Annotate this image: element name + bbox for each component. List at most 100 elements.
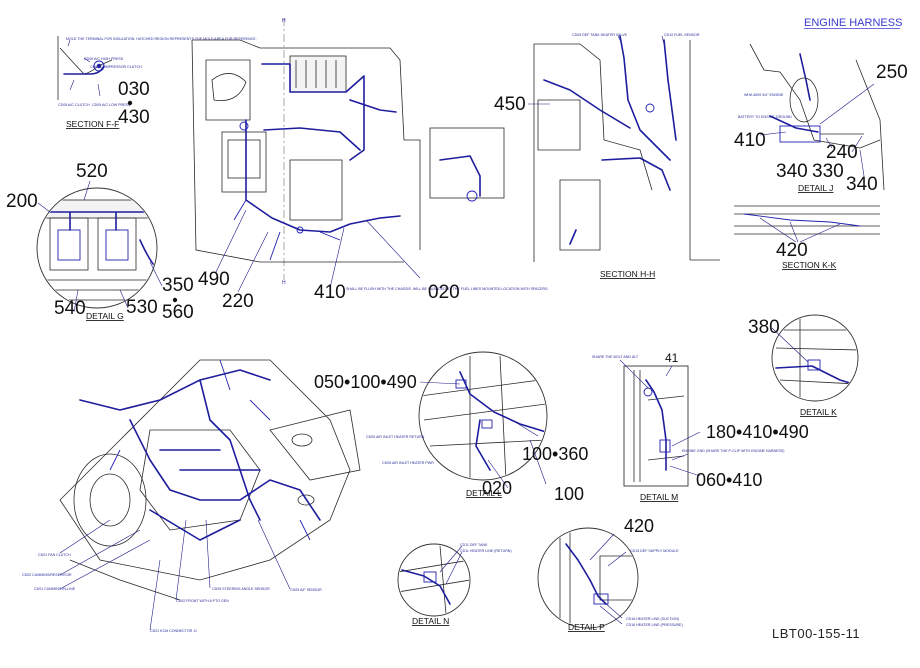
section-ff-view: MOLD THE TERMINAL FOR INSULATION. HATCHE… [57,36,257,129]
caption-detail-k: DETAIL K [800,407,837,417]
detail-m-note-bolt: SHARE THE BOLT AND ALT [592,355,639,359]
detail-g-relay-left-body [57,229,81,261]
caption-detail-g: DETAIL G [86,311,124,321]
section-ff-note-ac-clutch: CD05 A/C CLUTCH [58,103,90,107]
callout-m-180-410-490: 180•410•490 [706,422,809,442]
callout-kk-420: 420 [776,240,808,261]
section-ff-note-high-press: CD09 A/C HIGH PRESS [84,57,124,61]
main-clip-3 [466,190,478,202]
section-hh-note-def: CD05 DEF TANK HEATER VALVE [572,33,628,37]
iso-brackets [69,409,361,601]
section-hh-clip [645,103,655,113]
callout-hh-450: 450 [494,94,526,115]
callout-m-41: 41 [665,351,679,365]
drawing-title: ENGINE HARNESS [804,17,902,29]
callout-main-490: 490 [198,269,230,290]
detail-j-outline [749,43,885,191]
section-kk-harness [743,213,861,227]
callout-l-100-360: 100•360 [522,444,588,464]
caption-section-kk: SECTION K-K [782,260,837,270]
callout-j-340b: 340 [846,174,878,195]
detail-g-frame [36,187,158,309]
iso-note-ecm: CD01 ECM CONNECTOR J1 [150,629,197,633]
caption-detail-n: DETAIL N [412,616,449,626]
detail-j-cable [769,53,819,133]
detail-l-note-return: CD05 AIR INLET HEATER RETURN [366,435,425,439]
main-clip-1 [239,121,249,131]
detail-p-note-suction: CD16 HEATER LINE (SUCTION) [626,617,679,621]
detail-g-harness [39,211,156,271]
iso-note-fan-clutch: CD01 FAN CLUTCH [38,553,71,557]
detail-k-frame [771,314,859,402]
detail-n-note-tank: CD11 DEF TANK [460,543,488,547]
iso-mount-boss-2 [297,494,315,506]
callout-j-250: 250 [876,62,908,83]
iso-harness-route [79,369,321,541]
detail-j-note-battery: BATTERY TO ENGINE GROUND [738,115,792,119]
detail-g-relay-right-body [105,229,129,261]
iso-note-reservoir: CD02 CUMMINS/RESERVOIR [22,573,72,577]
callout-l-020: 020 [482,478,512,498]
detail-p-note-supply: CD15 DEF SUPPLY MODULE [630,549,679,553]
detail-l-view: CD05 AIR INLET HEATER RETURN CD05 AIR IN… [314,351,588,504]
detail-p-note-pressure: CD16 HEATER LINE (PRESSURE) [626,623,683,627]
detail-j-leaders [759,83,875,177]
section-kk-leaders [759,217,841,243]
iso-note-steering: CD05 STEERING ANGLE SENSOR [212,587,270,591]
section-hh-note-fuel: CD10 FUEL SENSOR [664,33,700,37]
detail-n-view: CD11 DEF TANK CD11 HEATER LINE (RETURN) … [397,543,512,626]
callout-ff-430: 430 [118,107,150,128]
caption-section-ff: SECTION F-F [66,119,119,129]
section-hh-outline [533,43,653,262]
caption-detail-m: DETAIL M [640,492,678,502]
iso-note-inline: CD01 CUMMINS IN-LINE [34,587,76,591]
callout-main-020: 020 [428,282,460,303]
detail-p-frame [537,527,639,629]
detail-m-clip-1 [643,387,653,397]
detail-k-clip [807,359,821,371]
detail-m-view: SHARE THE BOLT AND ALT ENGINE GND (SHARE… [592,351,809,502]
detail-k-bracket [775,318,857,400]
main-clip-2 [296,226,304,234]
detail-k-harness [775,365,857,387]
main-filter-housing [289,159,343,221]
section-ff-clip [93,60,105,72]
callout-g-540: 540 [54,298,86,319]
detail-p-harness [565,543,607,605]
callout-main-220: 220 [222,291,254,312]
callout-j-410: 410 [734,130,766,151]
caption-detail-l: DETAIL L [466,488,502,498]
section-ff-clip-core [96,63,102,69]
detail-p-view: CD15 DEF SUPPLY MODULE CD16 HEATER LINE … [537,516,683,632]
detail-l-frame [418,351,548,481]
callout-g-520: 520 [76,161,108,182]
section-kk-rails [734,205,880,235]
callout-p-420: 420 [624,516,654,536]
detail-n-note-return: CD11 HEATER LINE (RETURN) [460,549,512,553]
callout-ff-dot [127,100,133,106]
detail-g-relay-left [49,217,89,271]
main-engine-outline [191,39,421,263]
main-fuse-block [289,55,347,93]
detail-m-harness [645,379,667,471]
callout-j-340a: 340 [776,161,808,182]
callout-m-060-410: 060•410 [696,470,762,490]
iso-leaders [59,519,291,631]
callout-l-100: 100 [554,484,584,504]
section-hh-frame-rail [689,40,720,261]
detail-l-structure [420,355,546,479]
detail-m-note-ground: ENGINE GND (SHARE THE P-CLIP WITH ENGINE… [682,449,785,453]
iso-pulley [89,473,131,527]
detail-l-harness [459,371,546,471]
iso-engine-outline [59,359,351,581]
main-alternator [205,59,251,121]
detail-p-leaders [589,533,627,625]
detail-j-note-engine: WHA 4009 3/4" ENGINE [744,93,784,97]
detail-g-view: 520 200 350 560 540 530 DETAIL G [6,161,194,323]
section-ff-leaders [67,39,101,97]
document-number: LBT00-155-11 [772,626,860,641]
callout-g-530: 530 [126,297,158,318]
detail-n-leaders [439,545,463,585]
section-hh-view: CD05 DEF TANK HEATER VALVE CD10 FUEL SEN… [494,33,720,279]
